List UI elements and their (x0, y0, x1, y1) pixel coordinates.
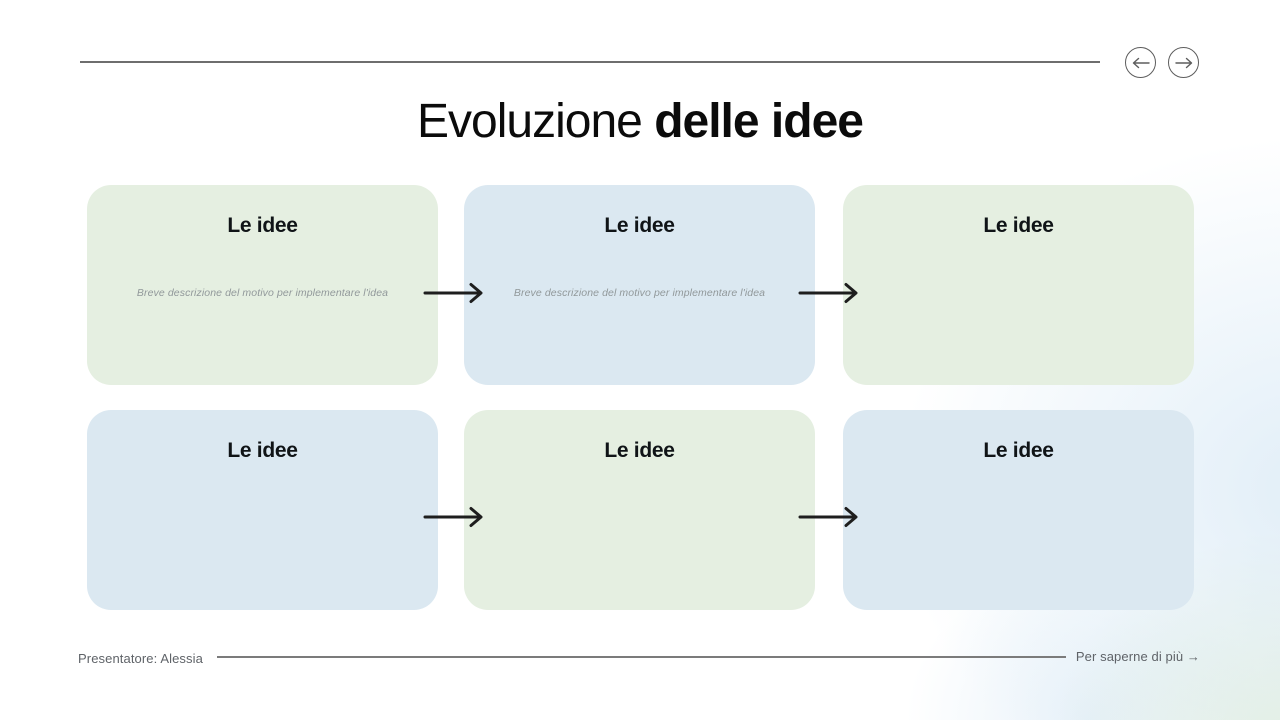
idea-card-title: Le idee (983, 214, 1054, 237)
learn-more-link[interactable]: Per saperne di più → (1075, 649, 1200, 664)
arrow-left-icon (1132, 57, 1150, 69)
idea-card-title: Le idee (983, 439, 1054, 462)
presenter-label: Presentatore: Alessia (78, 651, 203, 666)
header-divider (80, 61, 1100, 63)
idea-card-3[interactable]: Le idee (843, 185, 1194, 385)
idea-card-2[interactable]: Le idee Breve descrizione del motivo per… (464, 185, 815, 385)
flow-arrow-icon (423, 281, 487, 305)
slide-navigation (1125, 47, 1199, 78)
idea-card-description: Breve descrizione del motivo per impleme… (513, 287, 766, 299)
idea-card-1[interactable]: Le idee Breve descrizione del motivo per… (87, 185, 438, 385)
idea-card-4[interactable]: Le idee (87, 410, 438, 610)
slide-title-bold: delle idee (654, 95, 864, 148)
idea-card-description: Breve descrizione del motivo per impleme… (136, 287, 389, 299)
next-slide-button[interactable] (1168, 47, 1199, 78)
slide-title-regular: Evoluzione (417, 95, 655, 148)
flow-arrow-icon (423, 505, 487, 529)
flow-arrow-icon (798, 505, 862, 529)
arrow-right-icon (1174, 57, 1193, 69)
footer-divider (217, 656, 1066, 658)
idea-card-6[interactable]: Le idee (843, 410, 1194, 610)
slide-title: Evoluzione delle idee (0, 94, 1280, 149)
idea-card-title: Le idee (227, 214, 298, 237)
previous-slide-button[interactable] (1125, 47, 1156, 78)
idea-card-title: Le idee (604, 214, 675, 237)
idea-card-5[interactable]: Le idee (464, 410, 815, 610)
idea-card-title: Le idee (227, 439, 298, 462)
flow-arrow-icon (798, 281, 862, 305)
idea-card-title: Le idee (604, 439, 675, 462)
